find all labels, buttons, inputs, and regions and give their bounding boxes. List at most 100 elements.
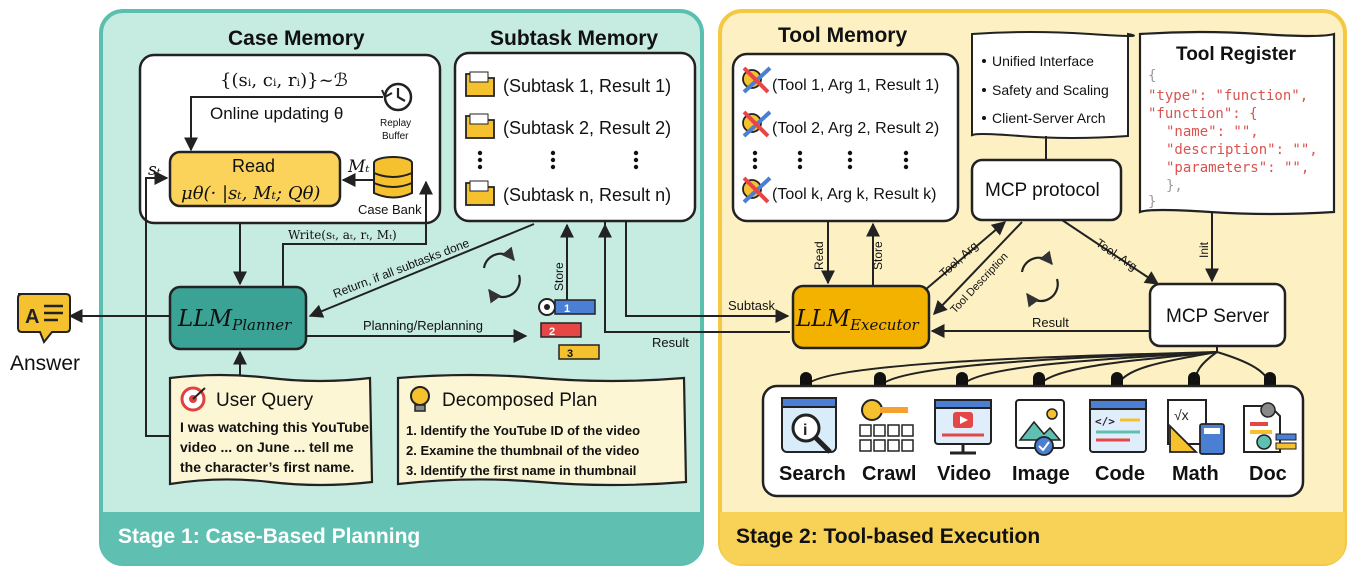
write-label: Write(sₜ, aₜ, rₜ, Mₜ) [288, 228, 397, 242]
ellipsis-dots [752, 150, 909, 170]
online-updating-label: Online updating θ [210, 104, 343, 123]
svg-text:1: 1 [564, 303, 570, 315]
video-icon [934, 399, 992, 455]
doc-icon [1243, 402, 1297, 453]
replay-buffer-label-2: Buffer [382, 131, 409, 142]
code-icon: </> [1089, 399, 1147, 453]
ellipsis-dots [477, 150, 639, 170]
feature-3: Client-Server Arch [992, 110, 1106, 126]
stage2-band [720, 512, 1345, 564]
tool-video: Video [937, 463, 991, 485]
executor-box [791, 284, 931, 350]
user-query-title: User Query [216, 390, 314, 411]
stage1-label: Stage 1: Case-Based Planning [118, 525, 420, 548]
mcp-protocol-label: MCP protocol [985, 180, 1100, 201]
lightbulb-icon [410, 386, 430, 412]
subtask-item-1: (Subtask 1, Result 1) [503, 76, 671, 96]
replay-buffer-label-1: Replay [380, 118, 411, 129]
svg-text:</>: </> [1095, 415, 1115, 428]
answer-icon: A [17, 293, 71, 344]
planner-box [168, 285, 308, 351]
tool-search: Search [779, 463, 846, 485]
stage2-label: Stage 2: Tool-based Execution [736, 525, 1040, 548]
plan-line-2: 2. Examine the thumbnail of the video [406, 443, 639, 458]
feature-1: Unified Interface [992, 53, 1094, 69]
svg-text:2: 2 [549, 326, 555, 338]
tool-memory: Tool Memory (Tool 1, Arg 1, Result 1) (T… [731, 24, 960, 223]
feature-2: Safety and Scaling [992, 82, 1109, 98]
svg-text:i: i [803, 422, 807, 439]
features-card: Unified Interface Safety and Scaling Cli… [970, 31, 1135, 139]
planning-label: Planning/Replanning [363, 318, 483, 333]
tool-register-card: Tool Register { "type": "function", "fun… [1138, 30, 1336, 216]
svg-text:√x: √x [1174, 407, 1189, 423]
code-line-8: } [1148, 194, 1156, 210]
update-arrow [184, 96, 383, 152]
tool-memory-box [731, 52, 960, 223]
code-line-1: { [1148, 68, 1156, 84]
result-label-stage1: Result [652, 335, 689, 350]
write-arrow [282, 180, 433, 287]
cycle-icon [1020, 250, 1059, 308]
subtask-memory-box [453, 51, 697, 223]
plan-line-3: 3. Identify the first name in thumbnail [406, 463, 636, 478]
svg-text:3: 3 [567, 348, 573, 360]
tools-icon [742, 176, 772, 204]
result-label-stage2: Result [1032, 315, 1069, 330]
search-icon: i [781, 397, 837, 454]
tools-icon [742, 110, 772, 138]
code-line-5: "description": "", [1166, 142, 1318, 158]
user-query-line-3: the character’s first name. [180, 459, 354, 475]
answer: A Answer [10, 293, 80, 375]
return-arrow [308, 223, 535, 318]
tool-memory-item-3: (Tool k, Arg k, Result k) [772, 186, 937, 203]
stage1-band [101, 512, 702, 564]
tool-arg-arrow [924, 221, 1007, 291]
subtask-label: Subtask [728, 298, 775, 313]
code-line-4: "name": "", [1166, 124, 1259, 140]
mcp-server-label: MCP Server [1166, 306, 1270, 327]
image-icon [1015, 399, 1065, 456]
read-label: Read [812, 241, 826, 270]
init-label: Init [1197, 241, 1211, 258]
store-label: Store [552, 262, 566, 291]
read-box [168, 150, 342, 208]
subtask-item-2: (Subtask 2, Result 2) [503, 118, 671, 138]
user-query-card: User Query I was watching this YouTube v… [168, 373, 374, 487]
tool-description-arrow [933, 221, 1023, 316]
crawl-icon [859, 399, 914, 452]
read-title: Read [232, 156, 275, 176]
tool-math: Math [1172, 463, 1219, 485]
subtask-item-3: (Subtask n, Result n) [503, 185, 671, 205]
tool-memory-item-2: (Tool 2, Arg 2, Result 2) [772, 120, 939, 137]
user-query-line-2: video ... on June ... tell me [180, 439, 354, 455]
folder-icon [465, 180, 495, 206]
folder-icon [465, 113, 495, 139]
m-t-label: Mₜ [347, 157, 370, 177]
subtask-arrow [625, 222, 790, 323]
planner-label: LLMPlanner [177, 306, 292, 334]
replay-buffer-icon [381, 82, 413, 112]
tool-crawl: Crawl [862, 463, 916, 485]
case-set-formula: {(sᵢ, cᵢ, rᵢ)}~ℬ [220, 70, 348, 91]
code-line-2: "type": "function", [1148, 88, 1308, 104]
tool-memory-title: Tool Memory [778, 24, 907, 47]
store-label-2: Store [871, 241, 885, 270]
read-formula: μθ(· |sₜ, Mₜ; Qθ) [181, 183, 320, 204]
subtask-memory: Subtask Memory (Subtask 1, Result 1) (Su… [453, 27, 697, 223]
case-bank-label: Case Bank [358, 202, 422, 217]
tools-icon [742, 66, 772, 94]
code-line-6: "parameters": "", [1166, 160, 1309, 176]
target-icon [180, 386, 206, 412]
planner: LLMPlanner [168, 285, 308, 351]
code-line-7: }, [1166, 178, 1183, 194]
case-memory: Case Memory {(sᵢ, cᵢ, rᵢ)}~ℬ Online upda… [138, 27, 442, 225]
cycle-icon [482, 246, 521, 304]
case-memory-title: Case Memory [228, 27, 365, 50]
executor-label: LLMExecutor [795, 306, 920, 334]
tool-register-title: Tool Register [1176, 44, 1297, 65]
case-bank-icon [373, 156, 413, 199]
tool-code: Code [1095, 463, 1145, 485]
user-query-line-1: I was watching this YouTube [180, 419, 369, 435]
